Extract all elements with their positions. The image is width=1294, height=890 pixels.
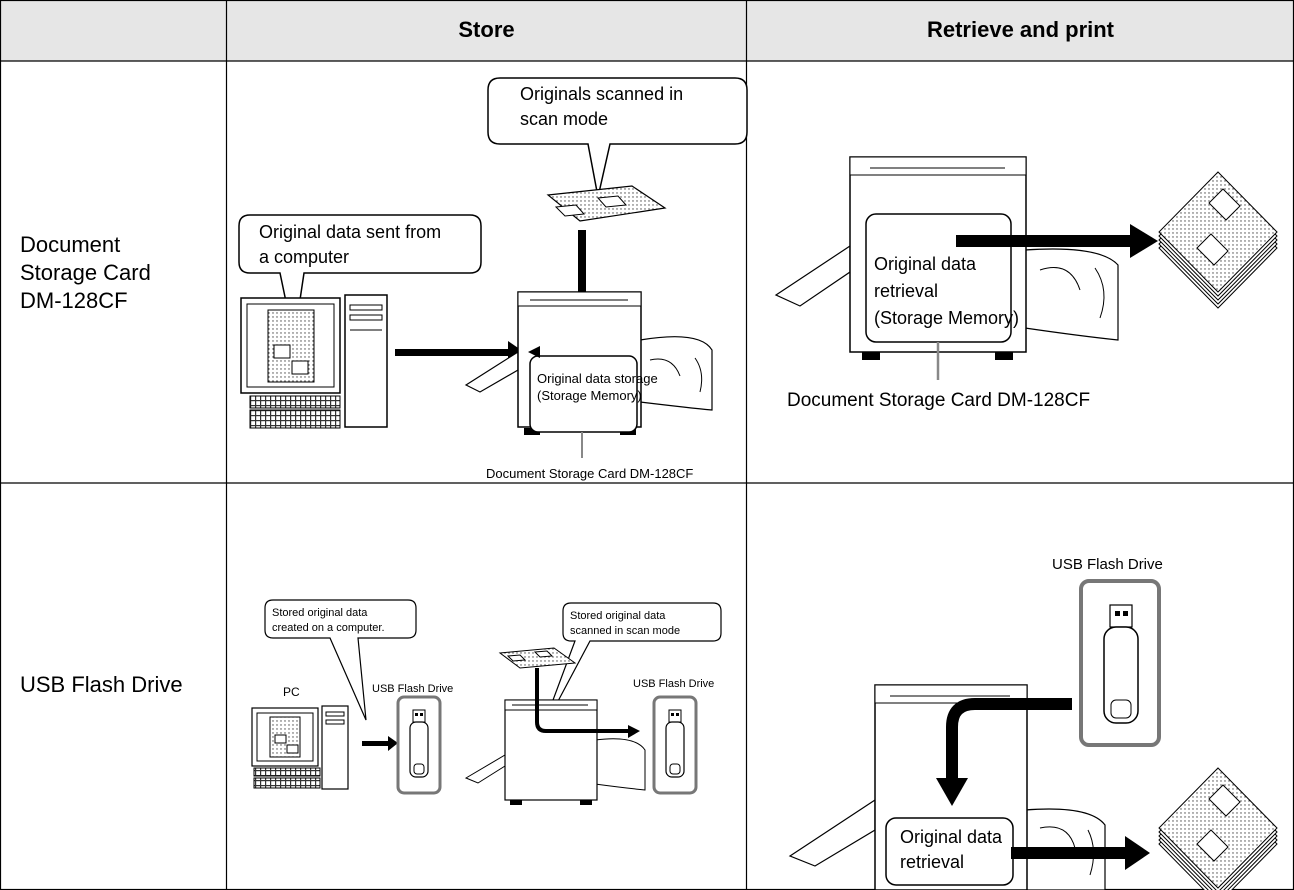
computer-icon bbox=[240, 294, 388, 429]
header-store: Store bbox=[458, 17, 515, 42]
printed-stack-icon bbox=[1158, 171, 1278, 309]
usb-drive-icon-2 bbox=[652, 695, 698, 795]
printer-retrieve-icon: Original data retrieval (Storage Memory) bbox=[774, 156, 1119, 380]
storage-box-line: (Storage Memory) bbox=[537, 388, 642, 403]
usb-scan-callout: Stored original data scanned in scan mod… bbox=[539, 602, 722, 736]
usb-label-2: USB Flash Drive bbox=[633, 678, 714, 690]
retrieve-box-line: retrieval bbox=[874, 281, 938, 301]
usb-drive-icon-1 bbox=[396, 695, 442, 795]
header-cell-retrieve bbox=[747, 0, 1294, 61]
usb-printed-stack-icon bbox=[1158, 767, 1278, 890]
usb-computer-icon bbox=[251, 705, 349, 790]
storage-card-caption: Document Storage Card DM-128CF bbox=[486, 466, 693, 481]
usb-scan-callout-line: Stored original data bbox=[570, 610, 666, 622]
usb-printer-store-icon bbox=[464, 699, 646, 805]
row-label-line: Storage Card bbox=[20, 260, 151, 285]
usb-pc-callout-line: created on a computer. bbox=[272, 622, 385, 634]
pc-label: PC bbox=[283, 685, 300, 699]
usb-retrieve-box-line: retrieval bbox=[900, 852, 964, 872]
usb-retrieve-box-line: Original data bbox=[900, 827, 1003, 847]
pc-callout: Original data sent from a computer bbox=[238, 214, 482, 341]
retrieve-box-line: Original data bbox=[874, 254, 977, 274]
scan-callout-line: Originals scanned in bbox=[520, 84, 683, 104]
header-cell-store bbox=[227, 0, 746, 61]
usb-scanned-original-icon bbox=[498, 647, 577, 669]
pc-callout-line: Original data sent from bbox=[259, 222, 441, 242]
header-retrieve-print: Retrieve and print bbox=[926, 17, 1115, 42]
row-label-usb: USB Flash Drive bbox=[20, 671, 220, 699]
row-label-line: DM-128CF bbox=[20, 288, 128, 313]
header-cell-blank bbox=[0, 0, 226, 61]
usb-drive-retrieve-icon bbox=[1079, 579, 1161, 747]
output-arrow-icon bbox=[956, 224, 1158, 258]
usb-scan-callout-line: scanned in scan mode bbox=[570, 625, 680, 637]
usb-pc-callout-line: Stored original data bbox=[272, 607, 368, 619]
usb-label-1: USB Flash Drive bbox=[372, 683, 453, 695]
pc-callout-line: a computer bbox=[259, 247, 349, 267]
scan-callout-line: scan mode bbox=[520, 109, 608, 129]
storage-box-line: Original data storage bbox=[537, 371, 658, 386]
usb-pc-arrow-icon bbox=[362, 736, 398, 751]
usb-insert-arrow-icon bbox=[936, 698, 1072, 806]
usb-retrieve-label: USB Flash Drive bbox=[1052, 556, 1163, 573]
usb-output-arrow-icon bbox=[1011, 836, 1150, 870]
row-label-storage-card: Document Storage Card DM-128CF bbox=[20, 231, 220, 315]
usb-scan-path-arrow-icon bbox=[535, 668, 640, 738]
retrieve-card-caption: Document Storage Card DM-128CF bbox=[787, 390, 1090, 411]
row-label-line: Document bbox=[20, 232, 121, 257]
scanned-original-icon bbox=[546, 185, 667, 222]
retrieve-box-line: (Storage Memory) bbox=[874, 308, 1019, 328]
scan-callout: Originals scanned in scan mode bbox=[487, 77, 748, 198]
row-label-line: USB Flash Drive bbox=[20, 672, 183, 697]
printer-store-icon: Original data storage (Storage Memory) bbox=[464, 291, 713, 458]
usb-pc-callout: Stored original data created on a comput… bbox=[264, 599, 417, 721]
